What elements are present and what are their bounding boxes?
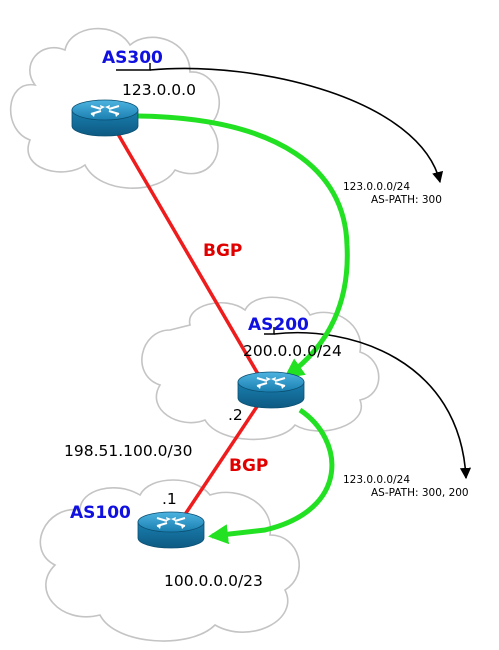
cloud-as200: [141, 296, 380, 441]
update-arrow-lower: [273, 331, 472, 480]
lower-prefix-label: 123.0.0.0/24: [343, 474, 410, 486]
transit-subnet-label: 198.51.100.0/30: [64, 442, 192, 460]
as300-label: AS300: [102, 48, 163, 68]
as100-network-label: 100.0.0.0/23: [164, 572, 263, 590]
router-icon[interactable]: [71, 99, 139, 137]
upper-aspath-label: AS-PATH: 300: [371, 194, 442, 206]
arrow-bracket-upper: [116, 63, 151, 71]
route-arrow-as200-to-as100: [208, 407, 335, 545]
as200-network-label: 200.0.0.0/24: [243, 342, 342, 360]
as200-label: AS200: [248, 315, 309, 335]
lower-aspath-label: AS-PATH: 300, 200: [371, 487, 469, 499]
bgp-label-lower: BGP: [229, 456, 268, 476]
bgp-label-upper: BGP: [203, 241, 242, 261]
bgp-link-upper: [116, 133, 260, 375]
cloud-as100: [39, 479, 300, 642]
update-arrow-upper: [149, 67, 444, 184]
as100-interface-label: .1: [162, 490, 177, 508]
upper-prefix-label: 123.0.0.0/24: [343, 181, 410, 193]
route-arrow-as300-to-as200: [137, 113, 350, 379]
bgp-link-lower: [176, 401, 262, 526]
as300-network-label: 123.0.0.0: [122, 81, 196, 99]
router-icon[interactable]: [237, 371, 305, 409]
as200-interface-label: .2: [228, 406, 243, 424]
arrow-bracket-lower: [264, 327, 275, 335]
router-icon[interactable]: [137, 511, 205, 549]
as100-label: AS100: [70, 503, 131, 523]
